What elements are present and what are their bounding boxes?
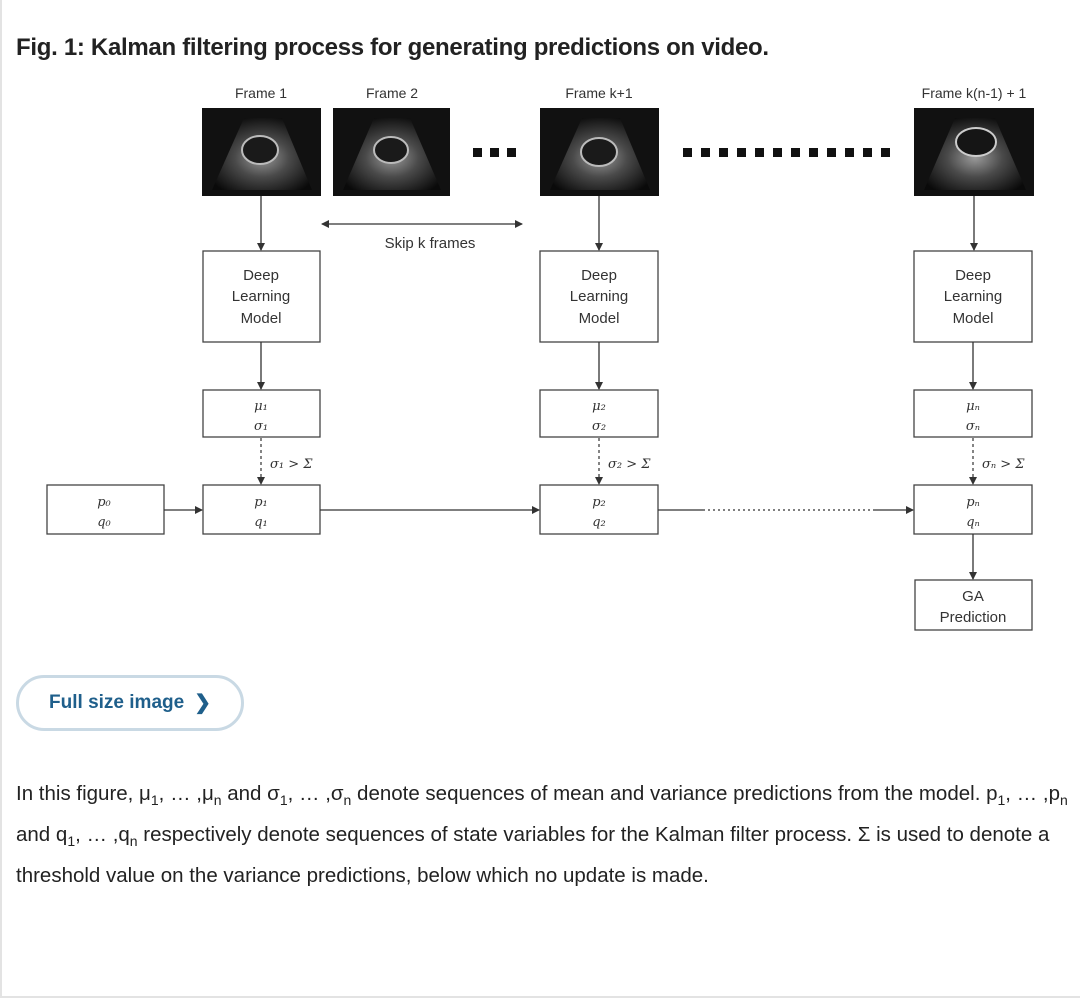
caption-text: denote sequences of mean and variance pr… [351,782,998,805]
left-border [0,0,2,998]
caption-text: and q [16,823,68,846]
ellipsis-dots-long [683,148,890,157]
caption-subscript: n [1059,792,1068,809]
output-box-2: μ₂ σ₂ [539,389,659,438]
ga-prediction-box: GA Prediction [914,579,1033,631]
p1: p₁ [254,495,268,510]
caption-subscript: n [213,792,222,809]
caption-text: , … ,p [1005,782,1060,805]
model-box-2: Deep Learning Model [539,250,659,343]
frame-label-2: Frame 2 [366,85,418,101]
model-label-line: Learning [570,288,628,305]
caption-text: respectively denote sequences of state v… [16,823,1050,887]
qn: qₙ [966,515,980,530]
q1: q₁ [254,515,268,530]
caption-subscript: 1 [150,792,159,809]
caption-text: , … ,q [75,823,130,846]
p0: p₀ [97,495,111,510]
diagram-canvas: Frame 1 Frame 2 Frame k+1 Frame k(n-1) +… [46,85,1034,631]
caption-subscript: n [343,792,352,809]
sigma-n: σₙ [966,419,980,434]
ga-label: GA [962,588,984,605]
threshold-2: σ₂ > Σ [608,457,651,472]
ultrasound-frame-2 [333,108,450,196]
caption-text: , … ,μ [158,782,214,805]
model-label-line: Model [579,310,620,327]
caption-text: , … ,σ [287,782,344,805]
model-box-n: Deep Learning Model [913,250,1033,343]
caption-subscript: 1 [67,833,76,850]
q0: q₀ [97,515,111,530]
full-size-image-button[interactable]: Full size image ❯ [16,675,244,731]
model-label-line: Deep [581,267,617,284]
q2: q₂ [592,515,606,530]
figure-title: Fig. 1: Kalman filtering process for gen… [16,34,769,61]
state-box-n: pₙ qₙ [913,484,1033,535]
skip-label: Skip k frames [385,235,476,252]
caption-subscript: 1 [997,792,1006,809]
prediction-label: Prediction [940,609,1007,626]
caption-subscript: n [129,833,138,850]
sigma-2: σ₂ [592,419,606,434]
sigma-1: σ₁ [254,419,268,434]
threshold-1: σ₁ > Σ [270,457,313,472]
output-box-1: μ₁ σ₁ [202,389,321,438]
model-label-line: Model [953,310,994,327]
ellipsis-dots-short [473,148,516,157]
ultrasound-frame-last [914,108,1034,196]
chevron-right-icon: ❯ [194,692,211,714]
figure-caption: In this figure, μ1, … ,μn and σ1, … ,σn … [16,773,1071,896]
model-label-line: Deep [955,267,991,284]
frame-label-k1: Frame k+1 [565,85,633,101]
state-box-1: p₁ q₁ [202,484,321,535]
ultrasound-frame-1 [202,108,321,196]
state-box-2: p₂ q₂ [539,484,659,535]
kalman-diagram: Frame 1 Frame 2 Frame k+1 Frame k(n-1) +… [0,78,1080,658]
pn: pₙ [966,495,980,510]
mu-1: μ₁ [254,399,268,414]
threshold-n: σₙ > Σ [982,457,1025,472]
caption-subscript: 1 [279,792,288,809]
output-box-n: μₙ σₙ [913,389,1033,438]
model-box-1: Deep Learning Model [202,250,321,343]
bottom-border [0,996,1080,998]
ultrasound-frame-k1 [540,108,659,196]
model-label-line: Learning [232,288,290,305]
caption-text: and σ [221,782,280,805]
model-label-line: Deep [243,267,279,284]
model-label-line: Learning [944,288,1002,305]
mu-2: μ₂ [592,399,606,414]
frame-label-last: Frame k(n-1) + 1 [922,85,1027,101]
initial-state-box: p₀ q₀ [46,484,165,535]
caption-text: In this figure, μ [16,782,151,805]
mu-n: μₙ [966,399,980,414]
full-size-image-label: Full size image [49,692,185,713]
model-label-line: Model [241,310,282,327]
p2: p₂ [592,495,606,510]
frame-label-1: Frame 1 [235,85,287,101]
